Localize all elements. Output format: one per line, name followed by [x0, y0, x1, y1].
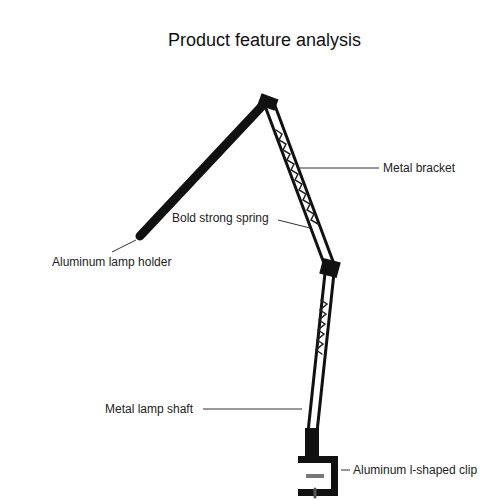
elbow-joint: [319, 258, 341, 278]
leader-line: [203, 409, 302, 410]
lamp-drawing: [140, 93, 341, 497]
part-label: Metal lamp shaft: [105, 402, 193, 416]
part-label: Metal bracket: [383, 161, 455, 175]
clip-screw: [306, 474, 324, 478]
clip: [298, 456, 338, 496]
lower-arm-rod: [317, 273, 334, 432]
part-label: Aluminum l-shaped clip: [353, 463, 477, 477]
part-label: Bold strong spring: [172, 211, 269, 225]
leader-line: [341, 470, 350, 471]
leader-lines: [112, 168, 379, 470]
leader-line: [112, 240, 136, 252]
lamp-shaft: [305, 428, 319, 460]
leader-line: [278, 220, 310, 228]
spring: [316, 300, 327, 354]
upper-arm-rod: [265, 106, 325, 266]
part-label: Aluminum lamp holder: [52, 255, 171, 269]
page-title: Product feature analysis: [168, 30, 361, 52]
lower-arm-rod: [308, 273, 325, 432]
leader-line: [298, 168, 379, 169]
upper-arm-rod: [274, 103, 334, 264]
clip-screw: [314, 489, 317, 497]
spring: [276, 130, 318, 224]
